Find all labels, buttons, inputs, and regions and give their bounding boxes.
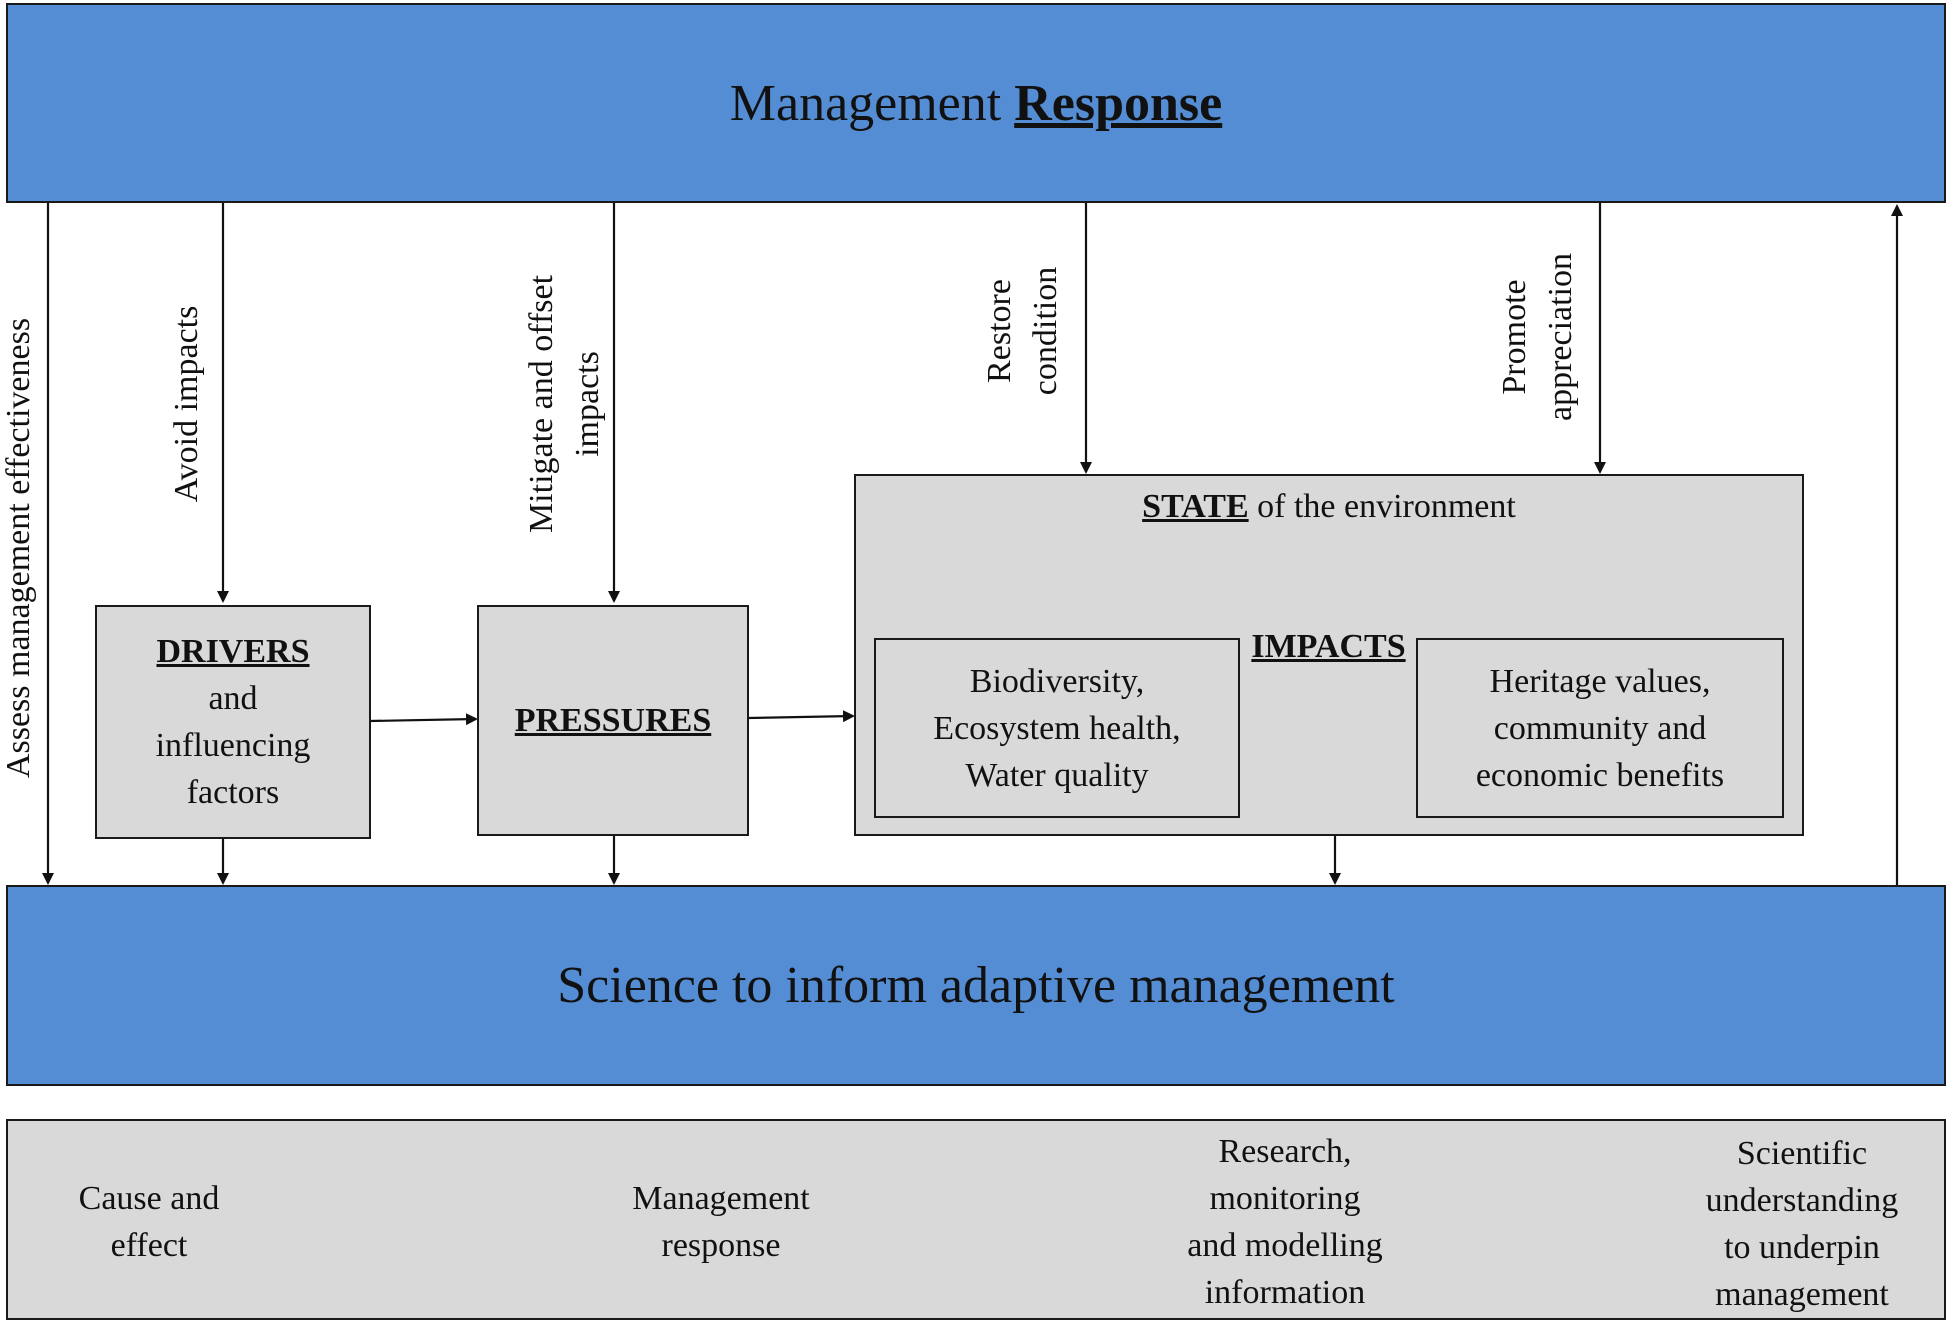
legend-cause-effect: Cause and effect <box>78 1180 220 1264</box>
biodiversity-box: Biodiversity, Ecosystem health, Water qu… <box>874 638 1240 818</box>
drivers-to-pressures-arrow <box>369 713 478 726</box>
promote-appreciation-label: Promote appreciation <box>1496 252 1579 422</box>
management-response-title: Management Response <box>730 74 1222 133</box>
science-band-title: Science to inform adaptive management <box>557 957 1395 1014</box>
drivers-title: DRIVERS <box>156 633 310 670</box>
management-response-emphasis: Response <box>1014 74 1223 132</box>
science-band: Science to inform adaptive management <box>6 885 1946 1086</box>
pressures-title: PRESSURES <box>514 702 712 739</box>
state-title: STATE of the environment <box>1142 488 1516 525</box>
legend-scientific-understanding: Scientific understanding to underpin man… <box>1705 1135 1899 1313</box>
management-response-band: Management Response <box>6 3 1946 203</box>
heritage-box: Heritage values, community and economic … <box>1416 638 1784 818</box>
avoid-impacts-label: Avoid impacts <box>168 305 205 503</box>
pressures-box: PRESSURES <box>477 605 749 836</box>
management-response-prefix: Management <box>729 74 1015 132</box>
restore-condition-label: Restore condition <box>981 266 1064 396</box>
legend-box <box>6 1119 1946 1320</box>
legend-management-response: Management response <box>632 1180 810 1264</box>
impacts-label: IMPACTS <box>1251 628 1406 665</box>
legend-research-monitoring: Research, monitoring and modelling infor… <box>1187 1133 1383 1311</box>
mitigate-offset-label: Mitigate and offset impacts <box>523 274 606 534</box>
drivers-box: DRIVERS and influencing factors <box>95 605 371 839</box>
pressures-to-state-arrow <box>747 710 855 723</box>
assess-effectiveness-label: Assess management effectiveness <box>0 317 37 779</box>
